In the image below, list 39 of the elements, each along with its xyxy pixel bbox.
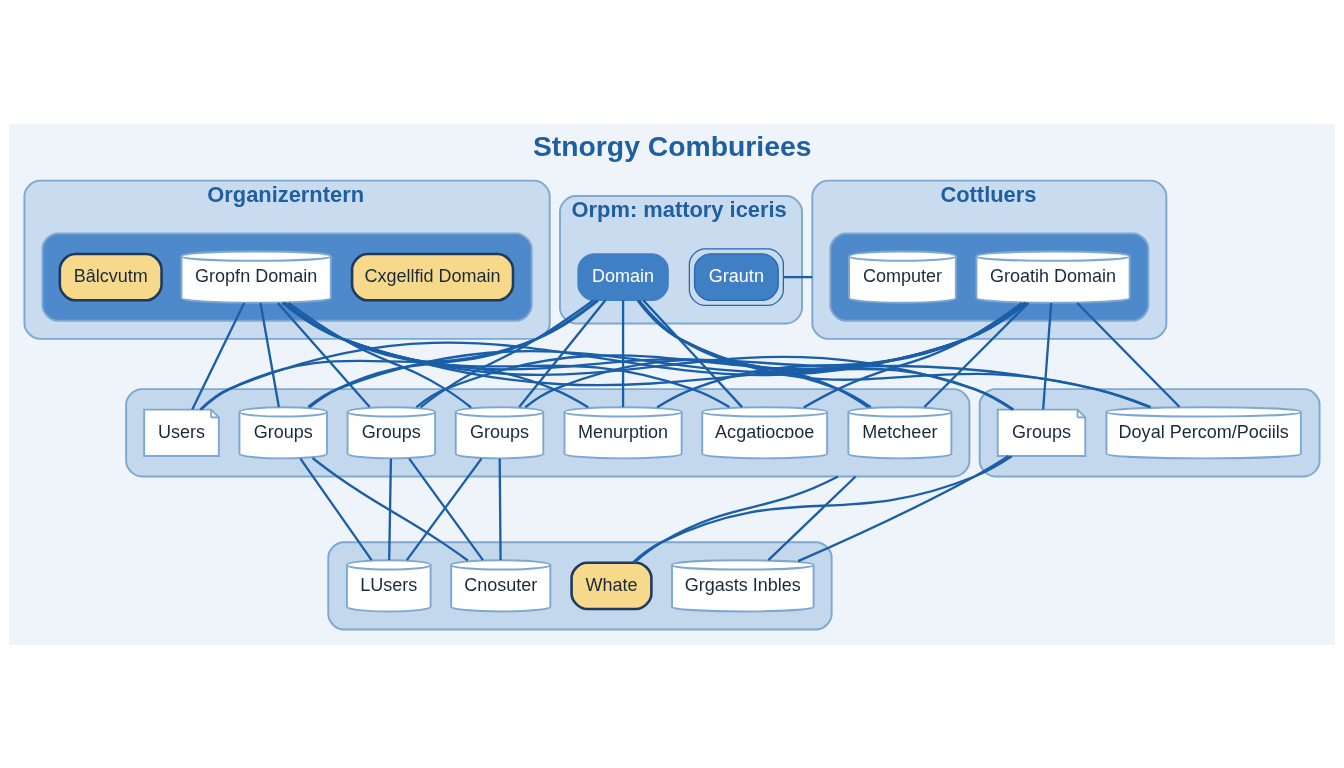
- connector: [277, 301, 371, 408]
- connector: [636, 299, 1150, 408]
- cluster: [125, 387, 971, 477]
- connector: [621, 299, 625, 407]
- connector: [299, 457, 373, 561]
- connector: [518, 299, 607, 408]
- connector: [632, 454, 1013, 563]
- cluster: [327, 540, 833, 630]
- connector: [767, 475, 857, 561]
- connector: [419, 299, 594, 408]
- connector: [287, 301, 472, 408]
- connector: [633, 474, 839, 563]
- node-box: Whate: [570, 560, 653, 610]
- cluster: [978, 387, 1321, 477]
- node-box: Grautn: [688, 247, 784, 306]
- node-box: Cxgellfid Domain: [350, 252, 515, 302]
- connector: [191, 302, 246, 410]
- connector: [388, 458, 393, 560]
- connector: [259, 302, 280, 407]
- connector: [803, 301, 1023, 409]
- connector: [1076, 301, 1181, 408]
- cluster: [41, 231, 533, 322]
- connector: [498, 458, 502, 560]
- connector: [524, 301, 1027, 408]
- connector: [797, 454, 1010, 562]
- connector: [282, 301, 872, 408]
- connector: [923, 301, 1030, 408]
- connector: [200, 299, 599, 410]
- diagram-title: Stnorgy Comburiees: [532, 129, 812, 162]
- node-box: Bâlcvutm: [58, 252, 163, 302]
- connector: [783, 275, 813, 278]
- node-box: Domain: [577, 252, 669, 301]
- connector: [1042, 302, 1053, 410]
- connector: [311, 456, 469, 561]
- connector: [642, 299, 743, 408]
- connector: [283, 301, 730, 408]
- connector: [282, 301, 1152, 408]
- cluster: [829, 231, 1150, 322]
- connector: [638, 299, 869, 408]
